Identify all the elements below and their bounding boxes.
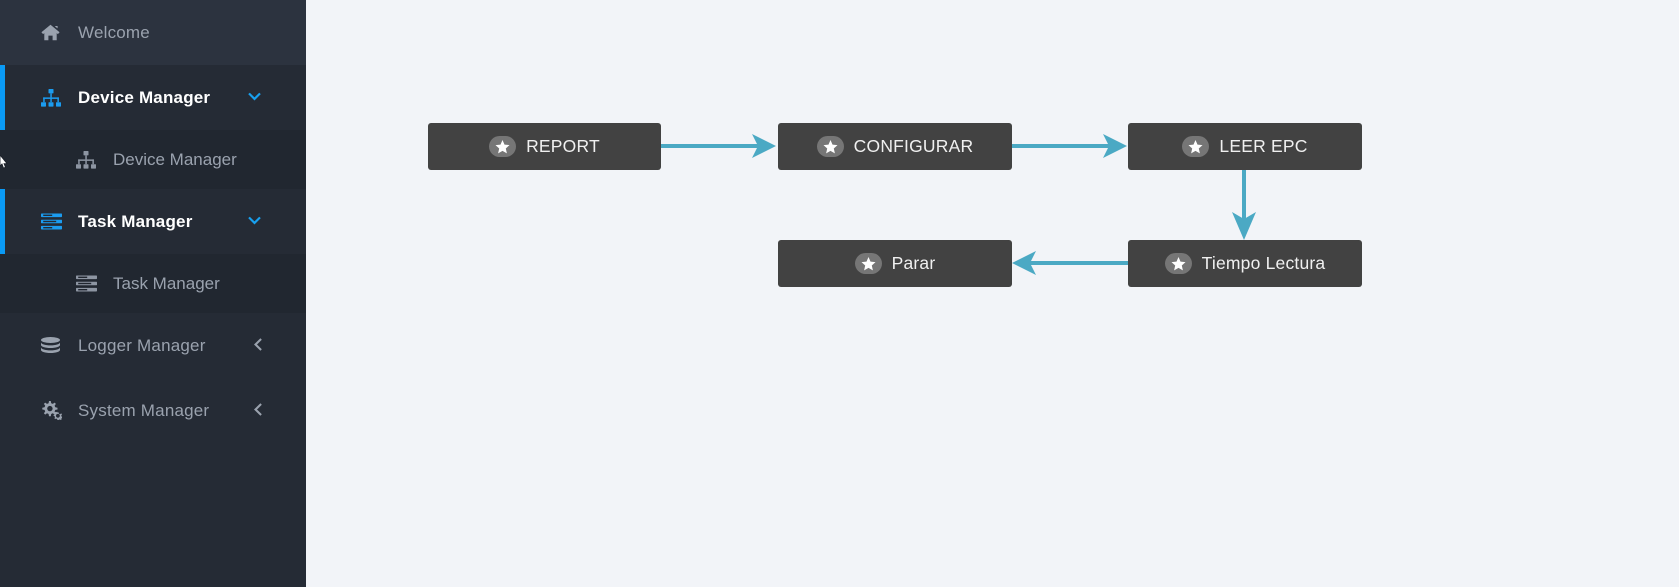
workflow-node-configurar[interactable]: CONFIGURAR — [778, 123, 1012, 170]
task-manager-submenu: Task Manager — [0, 254, 306, 313]
sidebar-item-task-manager[interactable]: Task Manager — [0, 189, 306, 254]
connector-layer — [661, 134, 1256, 275]
workflow-node-label: CONFIGURAR — [853, 135, 974, 156]
sidebar-subitem-task-manager[interactable]: Task Manager — [0, 254, 306, 313]
workflow-node-tiempo-lectura[interactable]: Tiempo Lectura — [1128, 240, 1362, 287]
tasks-icon — [41, 212, 67, 232]
chevron-left-icon[interactable] — [252, 402, 262, 420]
workflow-canvas[interactable]: REPORT CONFIGURAR LEER EPC Parar — [306, 0, 1679, 587]
sidebar-item-label: System Manager — [78, 401, 210, 420]
connector-leer-epc-to-tiempo-lectura — [1232, 170, 1256, 240]
sidebar-subitem-label: Task Manager — [113, 274, 220, 293]
sidebar-item-logger-manager[interactable]: Logger Manager — [0, 313, 306, 378]
device-manager-submenu: Device Manager — [0, 130, 306, 189]
chevron-down-icon[interactable] — [247, 213, 262, 230]
workflow-node-report[interactable]: REPORT — [428, 123, 661, 170]
sidebar-item-label: Welcome — [78, 23, 150, 42]
sidebar-item-system-manager[interactable]: System Manager — [0, 378, 306, 443]
home-icon — [41, 23, 67, 43]
sidebar: Welcome Device Manager — [0, 0, 306, 587]
star-icon — [1182, 136, 1210, 157]
sidebar-item-label: Device Manager — [78, 88, 211, 107]
sitemap-icon — [76, 150, 102, 170]
workflow-node-label: REPORT — [526, 135, 600, 156]
star-icon — [489, 136, 517, 157]
tasks-icon — [76, 274, 102, 294]
workflow-node-leer-epc[interactable]: LEER EPC — [1128, 123, 1362, 170]
workflow-node-label: Parar — [891, 252, 936, 273]
star-icon — [1164, 253, 1192, 274]
mouse-cursor-icon — [0, 154, 9, 170]
chevron-down-icon[interactable] — [247, 89, 262, 106]
workflow-node-parar[interactable]: Parar — [778, 240, 1012, 287]
sitemap-icon — [41, 88, 67, 108]
sidebar-subitem-label: Device Manager — [113, 150, 237, 169]
gears-icon — [41, 401, 67, 421]
sidebar-item-device-manager[interactable]: Device Manager — [0, 65, 306, 130]
sidebar-item-label: Logger Manager — [78, 336, 206, 355]
workflow-node-label: LEER EPC — [1219, 135, 1308, 156]
star-icon — [816, 136, 844, 157]
star-icon — [854, 253, 882, 274]
database-icon — [41, 336, 67, 356]
sidebar-item-welcome[interactable]: Welcome — [0, 0, 306, 65]
chevron-left-icon[interactable] — [252, 337, 262, 355]
sidebar-subitem-device-manager[interactable]: Device Manager — [0, 130, 306, 189]
sidebar-item-label: Task Manager — [78, 212, 193, 231]
connector-report-to-configurar — [661, 134, 776, 158]
connector-configurar-to-leer-epc — [1012, 134, 1127, 158]
workflow-node-label: Tiempo Lectura — [1201, 252, 1326, 273]
